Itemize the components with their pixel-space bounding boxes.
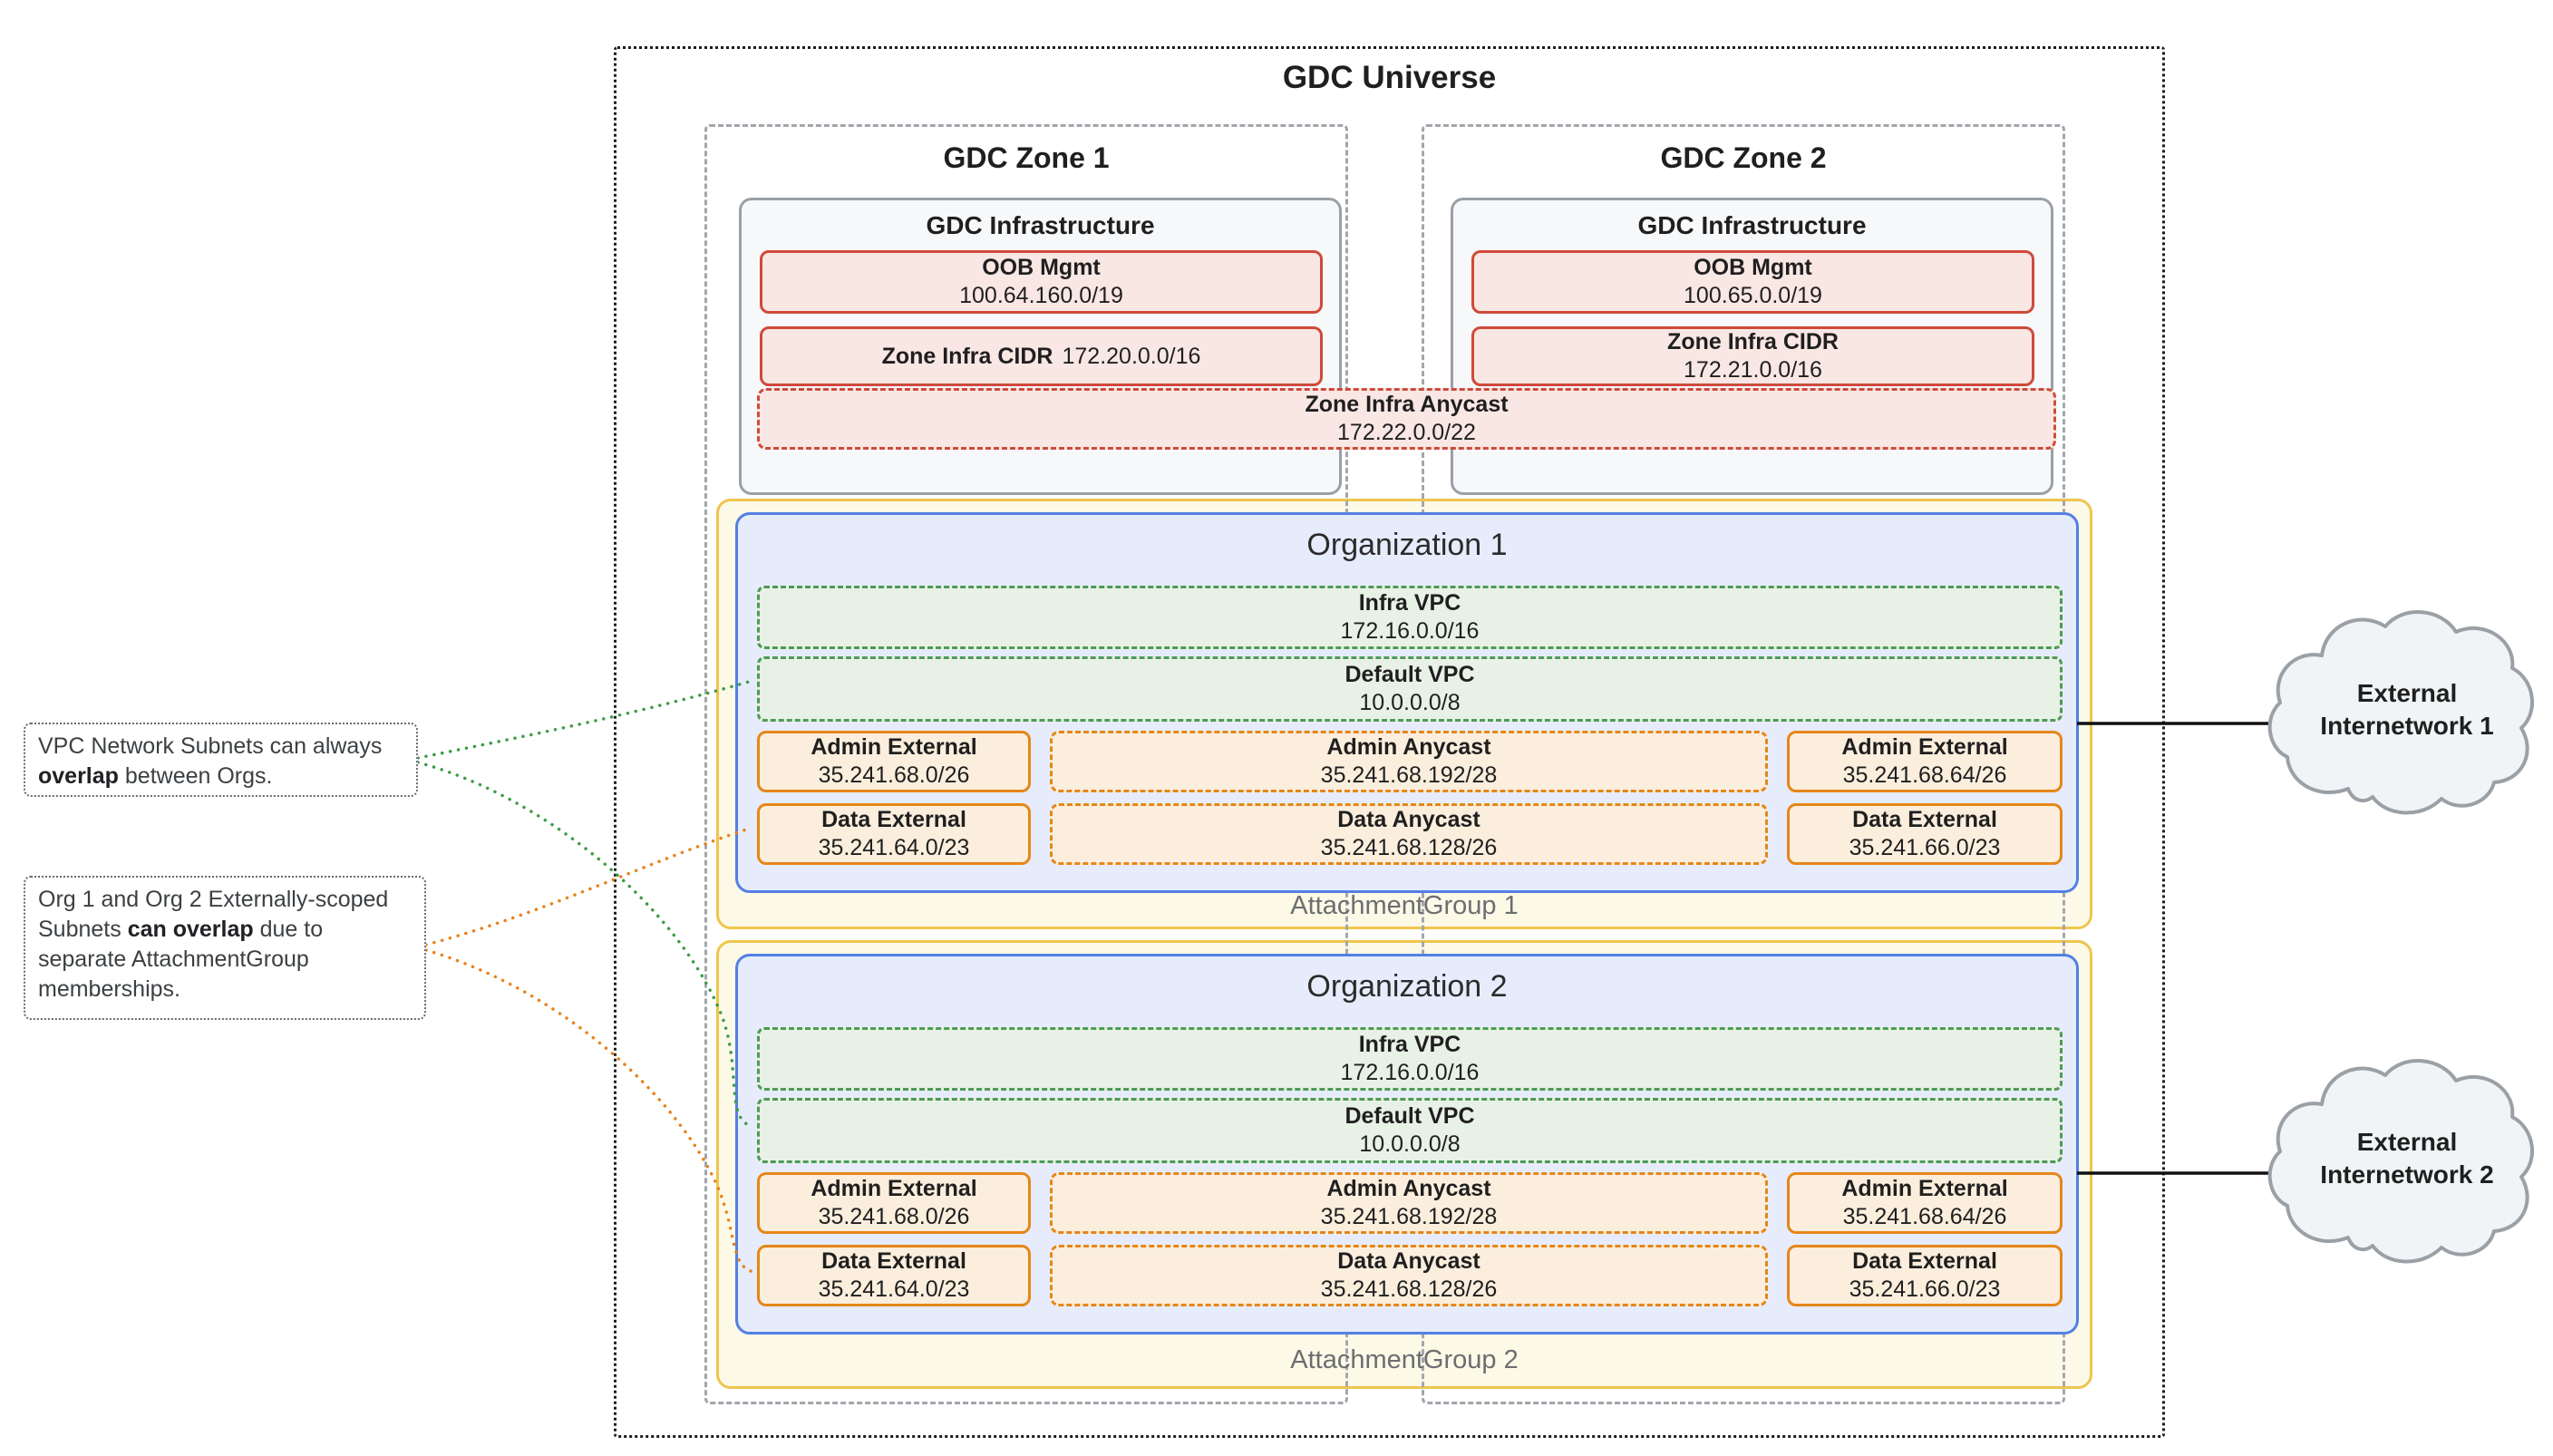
subnet-cidr: 35.241.68.128/26 bbox=[1320, 1276, 1498, 1302]
attachment-group-1-label: AttachmentGroup 1 bbox=[1290, 891, 1519, 920]
subnet-label: Data External bbox=[1852, 807, 1997, 832]
zone1-oob-label: OOB Mgmt bbox=[982, 255, 1101, 280]
zone2-infra-cidr-box: Zone Infra CIDR 172.21.0.0/16 bbox=[1471, 326, 2034, 386]
zone1-infra-cidr-label: Zone Infra CIDR bbox=[881, 343, 1053, 369]
annotation-bold-text: can overlap bbox=[127, 917, 254, 942]
attachment-group-1-box: Organization 1 Infra VPC 172.16.0.0/16 D… bbox=[716, 499, 2092, 929]
organization-2-box: Organization 2 Infra VPC 172.16.0.0/16 D… bbox=[735, 954, 2079, 1335]
org2-infra-vpc-box: Infra VPC 172.16.0.0/16 bbox=[757, 1027, 2063, 1091]
zone1-oob-cidr: 100.64.160.0/19 bbox=[959, 283, 1123, 308]
zone-infra-anycast-cidr: 172.22.0.0/22 bbox=[1337, 420, 1476, 445]
organization-2-title: Organization 2 bbox=[1306, 969, 1508, 1004]
subnet-cidr: 35.241.68.192/28 bbox=[1320, 762, 1498, 788]
external-internetwork-2-label: External Internetwork 2 bbox=[2320, 1128, 2494, 1189]
subnet-cidr: 35.241.64.0/23 bbox=[818, 1276, 970, 1302]
subnet-label: Admin External bbox=[1841, 1176, 2008, 1201]
zone2-oob-label: OOB Mgmt bbox=[1694, 255, 1812, 280]
subnet-label: Data Anycast bbox=[1337, 807, 1480, 832]
subnet-label: Data External bbox=[821, 1248, 966, 1274]
zone2-oob-mgmt-box: OOB Mgmt 100.65.0.0/19 bbox=[1471, 250, 2034, 314]
subnet-cidr: 35.241.68.192/28 bbox=[1320, 1204, 1498, 1229]
zone2-infrastructure-title: GDC Infrastructure bbox=[1637, 211, 1867, 239]
gdc-zone-1-title: GDC Zone 1 bbox=[943, 141, 1110, 174]
org2-default-vpc-box: Default VPC 10.0.0.0/8 bbox=[757, 1098, 2063, 1163]
gdc-universe-title: GDC Universe bbox=[1282, 60, 1497, 95]
org2-subnet-data-anycast: Data Anycast 35.241.68.128/26 bbox=[1050, 1245, 1768, 1306]
org2-infra-vpc-label: Infra VPC bbox=[1358, 1032, 1461, 1057]
org1-default-vpc-box: Default VPC 10.0.0.0/8 bbox=[757, 656, 2063, 722]
zone2-infra-cidr-value: 172.21.0.0/16 bbox=[1684, 357, 1822, 383]
subnet-label: Admin Anycast bbox=[1326, 734, 1491, 760]
subnet-label: Data External bbox=[1852, 1248, 1997, 1274]
annotation-bold-text: overlap bbox=[38, 763, 119, 789]
zone2-infra-cidr-label: Zone Infra CIDR bbox=[1667, 329, 1839, 354]
zone1-infra-cidr-box: Zone Infra CIDR 172.20.0.0/16 bbox=[760, 326, 1323, 386]
org2-subnet-data-external-z2: Data External 35.241.66.0/23 bbox=[1787, 1245, 2063, 1306]
organization-1-title: Organization 1 bbox=[1306, 528, 1508, 562]
attachment-group-2-box: Organization 2 Infra VPC 172.16.0.0/16 D… bbox=[716, 940, 2092, 1389]
zone-infra-anycast-box: Zone Infra Anycast 172.22.0.0/22 bbox=[757, 388, 2056, 450]
subnet-cidr: 35.241.66.0/23 bbox=[1849, 1276, 2001, 1302]
subnet-cidr: 35.241.68.0/26 bbox=[818, 1204, 970, 1229]
org1-subnet-data-external-z2: Data External 35.241.66.0/23 bbox=[1787, 803, 2063, 865]
org2-subnet-data-external-z1: Data External 35.241.64.0/23 bbox=[757, 1245, 1031, 1306]
subnet-label: Admin External bbox=[811, 1176, 977, 1201]
annotation-text: between Orgs. bbox=[118, 763, 273, 789]
subnet-label: Data External bbox=[821, 807, 966, 832]
org2-infra-vpc-cidr: 172.16.0.0/16 bbox=[1340, 1060, 1480, 1085]
subnet-cidr: 35.241.68.64/26 bbox=[1842, 1204, 2007, 1229]
external-internetwork-1-label: External Internetwork 1 bbox=[2320, 679, 2494, 740]
zone2-oob-cidr: 100.65.0.0/19 bbox=[1684, 283, 1822, 308]
org1-subnet-admin-anycast: Admin Anycast 35.241.68.192/28 bbox=[1050, 731, 1768, 792]
org2-default-vpc-cidr: 10.0.0.0/8 bbox=[1359, 1131, 1461, 1157]
org1-subnet-admin-external-z2: Admin External 35.241.68.64/26 bbox=[1787, 731, 2063, 792]
subnet-cidr: 35.241.66.0/23 bbox=[1849, 835, 2001, 860]
org1-default-vpc-cidr: 10.0.0.0/8 bbox=[1359, 690, 1461, 715]
zone1-oob-mgmt-box: OOB Mgmt 100.64.160.0/19 bbox=[760, 250, 1323, 314]
org1-subnet-admin-external-z1: Admin External 35.241.68.0/26 bbox=[757, 731, 1031, 792]
org1-subnet-data-external-z1: Data External 35.241.64.0/23 bbox=[757, 803, 1031, 865]
subnet-cidr: 35.241.68.64/26 bbox=[1842, 762, 2007, 788]
zone1-infrastructure-title: GDC Infrastructure bbox=[926, 211, 1155, 239]
zone1-infra-cidr-value: 172.20.0.0/16 bbox=[1062, 343, 1201, 369]
attachment-group-2-label: AttachmentGroup 2 bbox=[1290, 1345, 1519, 1374]
cloud-icon bbox=[2267, 610, 2535, 815]
cloud-icon bbox=[2267, 1059, 2535, 1264]
gdc-zone-2-title: GDC Zone 2 bbox=[1660, 141, 1827, 174]
subnet-cidr: 35.241.64.0/23 bbox=[818, 835, 970, 860]
org2-default-vpc-label: Default VPC bbox=[1344, 1103, 1475, 1129]
org1-default-vpc-label: Default VPC bbox=[1344, 662, 1475, 687]
org1-subnet-data-anycast: Data Anycast 35.241.68.128/26 bbox=[1050, 803, 1768, 865]
org1-infra-vpc-cidr: 172.16.0.0/16 bbox=[1340, 618, 1480, 644]
annotation-subnet-overlap: VPC Network Subnets can always overlap b… bbox=[24, 723, 418, 797]
subnet-cidr: 35.241.68.128/26 bbox=[1320, 835, 1498, 860]
external-internetwork-1-cloud: External Internetwork 1 bbox=[2262, 603, 2552, 830]
org1-infra-vpc-box: Infra VPC 172.16.0.0/16 bbox=[757, 586, 2063, 649]
subnet-label: Admin External bbox=[811, 734, 977, 760]
organization-1-box: Organization 1 Infra VPC 172.16.0.0/16 D… bbox=[735, 512, 2079, 893]
zone1-infrastructure-panel: GDC Infrastructure OOB Mgmt 100.64.160.0… bbox=[739, 198, 1342, 495]
subnet-label: Admin Anycast bbox=[1326, 1176, 1491, 1201]
annotation-text: VPC Network Subnets can always bbox=[38, 733, 383, 759]
zone-infra-anycast-label: Zone Infra Anycast bbox=[1305, 392, 1509, 417]
external-internetwork-2-cloud: External Internetwork 2 bbox=[2262, 1052, 2552, 1278]
annotation-external-overlap: Org 1 and Org 2 Externally-scoped Subnet… bbox=[24, 876, 426, 1020]
org2-subnet-admin-external-z2: Admin External 35.241.68.64/26 bbox=[1787, 1172, 2063, 1234]
annotation-text: due to separate AttachmentGroup membersh… bbox=[38, 917, 324, 1002]
zone2-infrastructure-panel: GDC Infrastructure OOB Mgmt 100.65.0.0/1… bbox=[1451, 198, 2053, 495]
org2-subnet-admin-anycast: Admin Anycast 35.241.68.192/28 bbox=[1050, 1172, 1768, 1234]
annotation-text: Org 1 and Org 2 Externally-scoped Subnet… bbox=[38, 887, 389, 942]
org1-infra-vpc-label: Infra VPC bbox=[1358, 590, 1461, 616]
subnet-label: Data Anycast bbox=[1337, 1248, 1480, 1274]
subnet-cidr: 35.241.68.0/26 bbox=[818, 762, 970, 788]
subnet-label: Admin External bbox=[1841, 734, 2008, 760]
org2-subnet-admin-external-z1: Admin External 35.241.68.0/26 bbox=[757, 1172, 1031, 1234]
